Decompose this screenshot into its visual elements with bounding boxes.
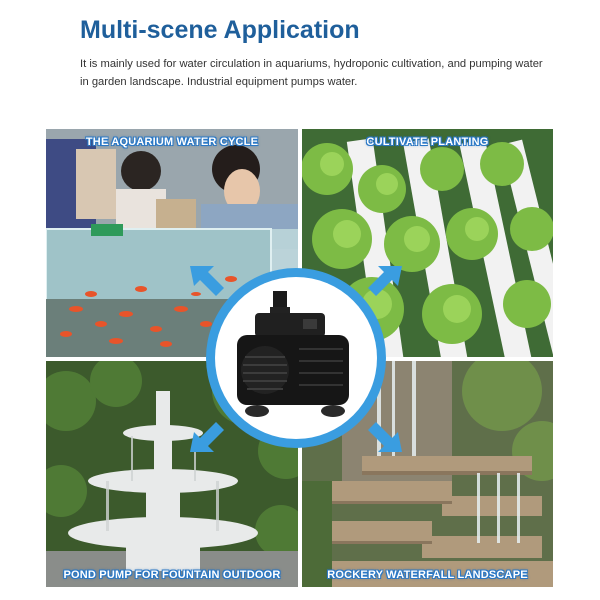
submersible-pump-icon [237, 291, 349, 417]
arrow-to-fountain-icon [190, 422, 224, 452]
planting-caption: CULTIVATE PLANTING [366, 136, 489, 148]
fountain-caption: POND PUMP FOR FOUNTAIN OUTDOOR [63, 569, 281, 581]
waterfall-caption: ROCKERY WATERFALL LANDSCAPE [327, 569, 528, 581]
aquarium-caption: THE AQUARIUM WATER CYCLE [85, 136, 259, 148]
page-title: Multi-scene Application [80, 16, 360, 44]
pump-product-image [215, 277, 377, 439]
page-description: It is mainly used for water circulation … [80, 58, 543, 88]
arrow-to-planting-icon [368, 266, 402, 296]
arrow-to-waterfall-icon [368, 422, 402, 452]
arrow-to-aquarium-icon [190, 266, 224, 296]
